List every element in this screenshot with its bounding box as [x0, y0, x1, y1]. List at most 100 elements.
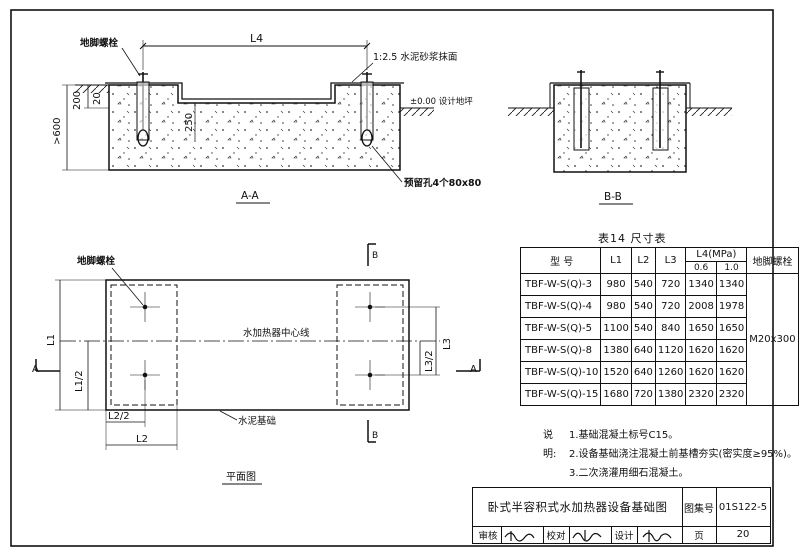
- cell-l4a: 1650: [685, 317, 717, 340]
- col-header-l1: L1: [600, 247, 632, 274]
- cell-model: TBF-W-S(Q)-10: [519, 361, 602, 384]
- drawing-title: 卧式半容积式水加热器设备基础图: [487, 500, 668, 514]
- cell-l4b: 2320: [715, 383, 748, 406]
- cell-model: TBF-W-S(Q)-5: [519, 317, 602, 340]
- plan-dim-l2: L2: [136, 434, 148, 445]
- aa-ground-label: ±0.00 设计地坪: [410, 96, 473, 107]
- cell-l3: 1120: [654, 339, 687, 362]
- note-item: 2.设备基础浇注混凝土前基槽夯实(密实度≥95%)。: [569, 449, 797, 460]
- cell-l1: 1100: [600, 317, 632, 340]
- plan-base-label: 水泥基础: [238, 415, 276, 427]
- col-header-bolt: 地脚螺栓: [746, 247, 799, 274]
- section-bb: B-B: [508, 70, 732, 205]
- plan-view: 水加热器中心线 A A B B L1 L1/2 L3 L3/2 L2: [32, 243, 481, 485]
- cell-l2: 640: [630, 361, 656, 384]
- table-row: TBF-W-S(Q)-15 1680 720 1380 2320 2320: [519, 383, 799, 406]
- aa-dim-600: >600: [52, 118, 63, 145]
- dimension-table: 型 号 L1 L2 L3 L4(MPa) 地脚螺栓 0.6 1.0 TBF-W-…: [519, 247, 799, 406]
- cell-l1: 980: [600, 295, 632, 318]
- cell-l4b: 1650: [715, 317, 748, 340]
- bb-anchor-bolt-left: [573, 70, 590, 151]
- cell-model: TBF-W-S(Q)-15: [519, 383, 602, 406]
- cell-l4a: 2008: [685, 295, 717, 318]
- cell-model: TBF-W-S(Q)-4: [519, 295, 602, 318]
- bb-anchor-bolt-right: [652, 70, 669, 151]
- cell-l1: 1520: [600, 361, 632, 384]
- cell-l2: 540: [630, 295, 656, 318]
- aa-mortar-label: 1:2.5 水泥砂浆抹面: [373, 51, 457, 63]
- plan-mark-b-bottom: B: [372, 431, 378, 441]
- cell-l1: 1380: [600, 339, 632, 362]
- title-block: 卧式半容积式水加热器设备基础图 图集号 01S122-5 审核 校对 设计 页 …: [472, 487, 771, 544]
- cell-l3: 1380: [654, 383, 687, 406]
- plan-dim-l3: L3: [442, 338, 453, 350]
- review-label: 审核: [478, 530, 498, 542]
- dimension-table-title: 表14 尺寸表: [598, 232, 667, 245]
- notes-label: 说明:: [543, 430, 557, 460]
- check-label: 校对: [546, 530, 566, 542]
- col-header-model: 型 号: [519, 247, 602, 274]
- aa-anchor-bolt-left: [136, 72, 150, 147]
- col-header-l4-10: 1.0: [715, 261, 748, 274]
- col-header-l3: L3: [654, 247, 687, 274]
- cell-l4b: 1340: [715, 273, 748, 296]
- aa-anchor-bolt-label: 地脚螺栓: [80, 37, 119, 49]
- cell-bolt: M20x300: [746, 273, 799, 406]
- design-label: 设计: [614, 530, 634, 542]
- table-row: TBF-W-S(Q)-8 1380 640 1120 1620 1620: [519, 339, 799, 362]
- cell-l3: 720: [654, 273, 687, 296]
- note-item: 3.二次浇灌用细石混凝土。: [569, 468, 689, 479]
- plan-dim-l3-2: L3/2: [424, 350, 435, 372]
- aa-dim-l4: L4: [250, 32, 263, 45]
- cell-l4b: 1620: [715, 339, 748, 362]
- plan-anchor-bolt-label: 地脚螺栓: [77, 255, 116, 267]
- page-number: 20: [736, 529, 750, 540]
- plan-centerline-label: 水加热器中心线: [243, 327, 310, 339]
- cell-l2: 640: [630, 339, 656, 362]
- aa-foundation-body: [108, 84, 401, 171]
- plan-dim-l2-2: L2/2: [108, 411, 130, 422]
- bb-section-label: B-B: [604, 191, 622, 203]
- atlas-number: 01S122-5: [718, 501, 768, 513]
- section-aa: L4 200 20 >600 250 地脚螺栓 1:2.5 水泥砂浆抹面 ±0.…: [52, 32, 482, 204]
- note-item: 1.基础混凝土标号C15。: [569, 430, 679, 441]
- cell-l3: 840: [654, 317, 687, 340]
- col-header-l4-06: 0.6: [685, 261, 717, 274]
- atlas-label: 图集号: [684, 503, 714, 515]
- cell-l1: 980: [600, 273, 632, 296]
- page-label: 页: [694, 530, 704, 542]
- cell-model: TBF-W-S(Q)-3: [519, 273, 602, 296]
- plan-dim-l1-2: L1/2: [74, 370, 85, 392]
- plan-foundation-outline: [105, 279, 410, 411]
- aa-holes-label: 预留孔4个80x80: [404, 177, 482, 189]
- drawing-sheet: L4 200 20 >600 250 地脚螺栓 1:2.5 水泥砂浆抹面 ±0.…: [10, 9, 774, 547]
- cell-l4a: 1340: [685, 273, 717, 296]
- col-header-l2: L2: [630, 247, 656, 274]
- aa-dim-20: 20: [92, 92, 103, 105]
- col-header-l4: L4(MPa): [685, 247, 748, 262]
- cell-l2: 540: [630, 317, 656, 340]
- cell-l1: 1680: [600, 383, 632, 406]
- cell-l4a: 2320: [685, 383, 717, 406]
- cell-l4b: 1620: [715, 361, 748, 384]
- cell-l4a: 1620: [685, 339, 717, 362]
- cell-l3: 720: [654, 295, 687, 318]
- cell-l2: 720: [630, 383, 656, 406]
- plan-mark-a-left: A: [32, 364, 39, 375]
- aa-dim-250: 250: [184, 113, 195, 132]
- cell-l4b: 1978: [715, 295, 748, 318]
- cell-l2: 540: [630, 273, 656, 296]
- cell-l4a: 1620: [685, 361, 717, 384]
- cell-l3: 1260: [654, 361, 687, 384]
- plan-dim-l1: L1: [46, 334, 57, 346]
- plan-view-label: 平面图: [226, 471, 256, 483]
- plan-mark-b-top: B: [372, 251, 378, 261]
- signatures: [504, 530, 672, 542]
- plan-mark-a-right: A: [470, 364, 477, 375]
- table-row: TBF-W-S(Q)-3 980 540 720 1340 1340 M20x3…: [519, 273, 799, 406]
- aa-dim-200: 200: [72, 91, 83, 110]
- aa-anchor-bolt-right: [360, 72, 374, 147]
- table-row: TBF-W-S(Q)-4 980 540 720 2008 1978: [519, 295, 799, 318]
- cell-model: TBF-W-S(Q)-8: [519, 339, 602, 362]
- aa-section-label: A-A: [241, 190, 260, 202]
